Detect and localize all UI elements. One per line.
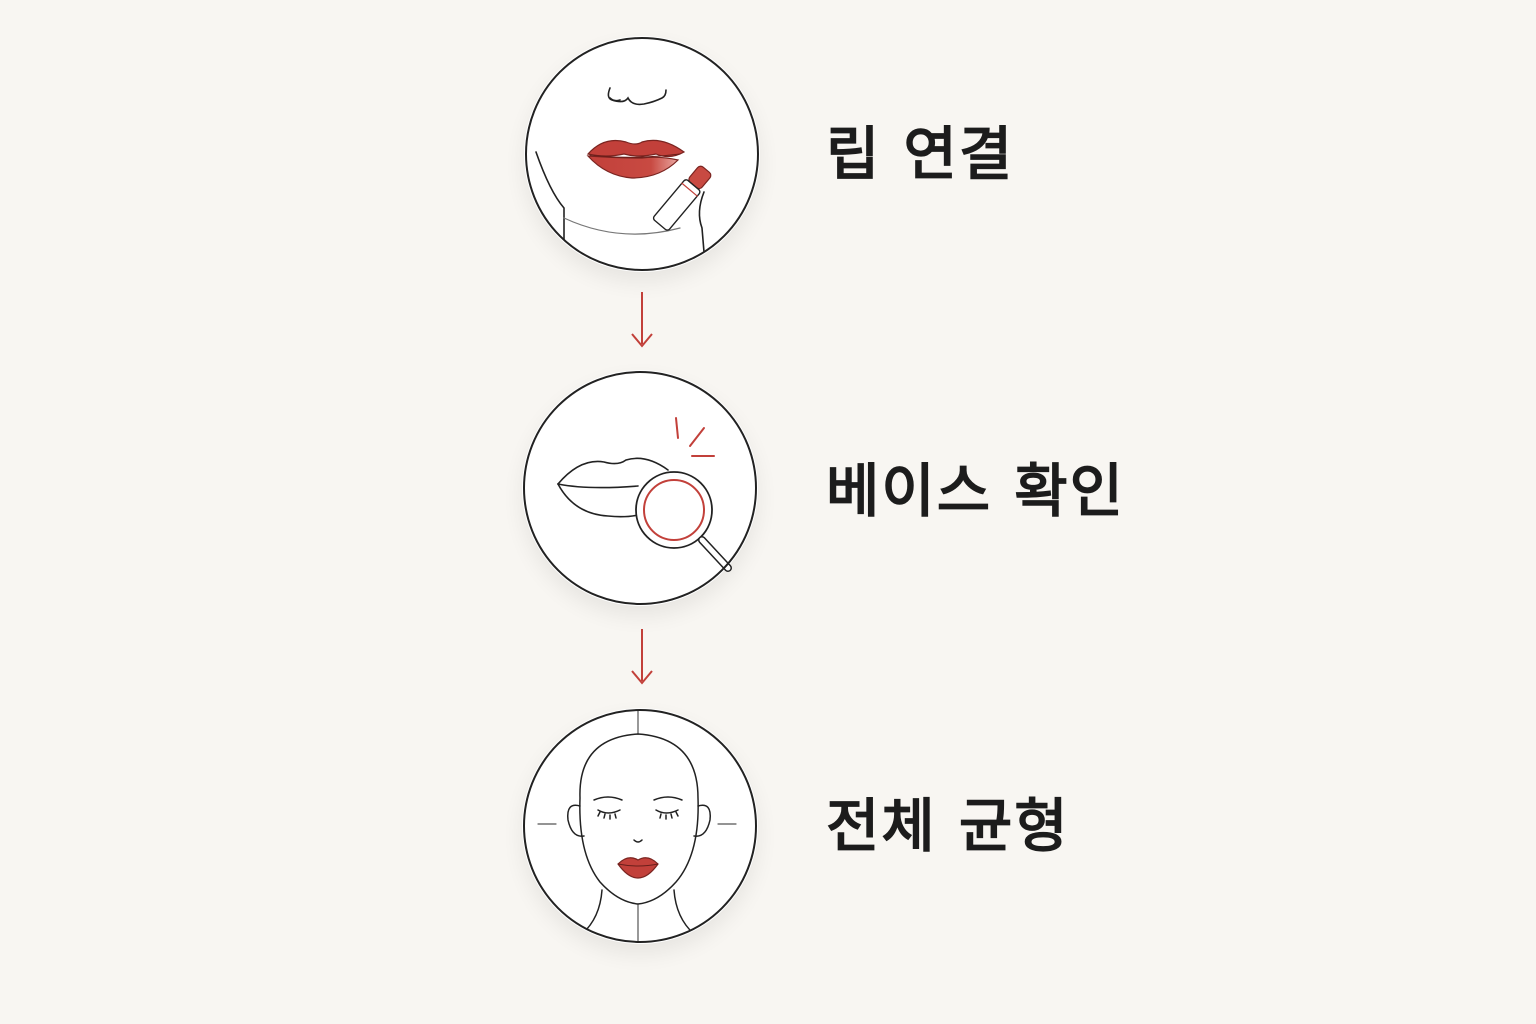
lipstick-application-icon xyxy=(525,37,759,271)
step-2-circle xyxy=(522,370,758,606)
step-2-label: 베이스 확인 xyxy=(826,457,1125,525)
down-arrow-icon xyxy=(631,292,653,348)
step-3-circle xyxy=(522,708,758,944)
lip-magnifier-icon xyxy=(523,371,757,605)
down-arrow-icon xyxy=(631,629,653,685)
face-symmetry-icon xyxy=(523,709,757,943)
step-3-label: 전체 균형 xyxy=(826,792,1070,860)
step-1-label: 립 연결 xyxy=(826,120,1015,188)
step-1-circle xyxy=(524,36,760,272)
